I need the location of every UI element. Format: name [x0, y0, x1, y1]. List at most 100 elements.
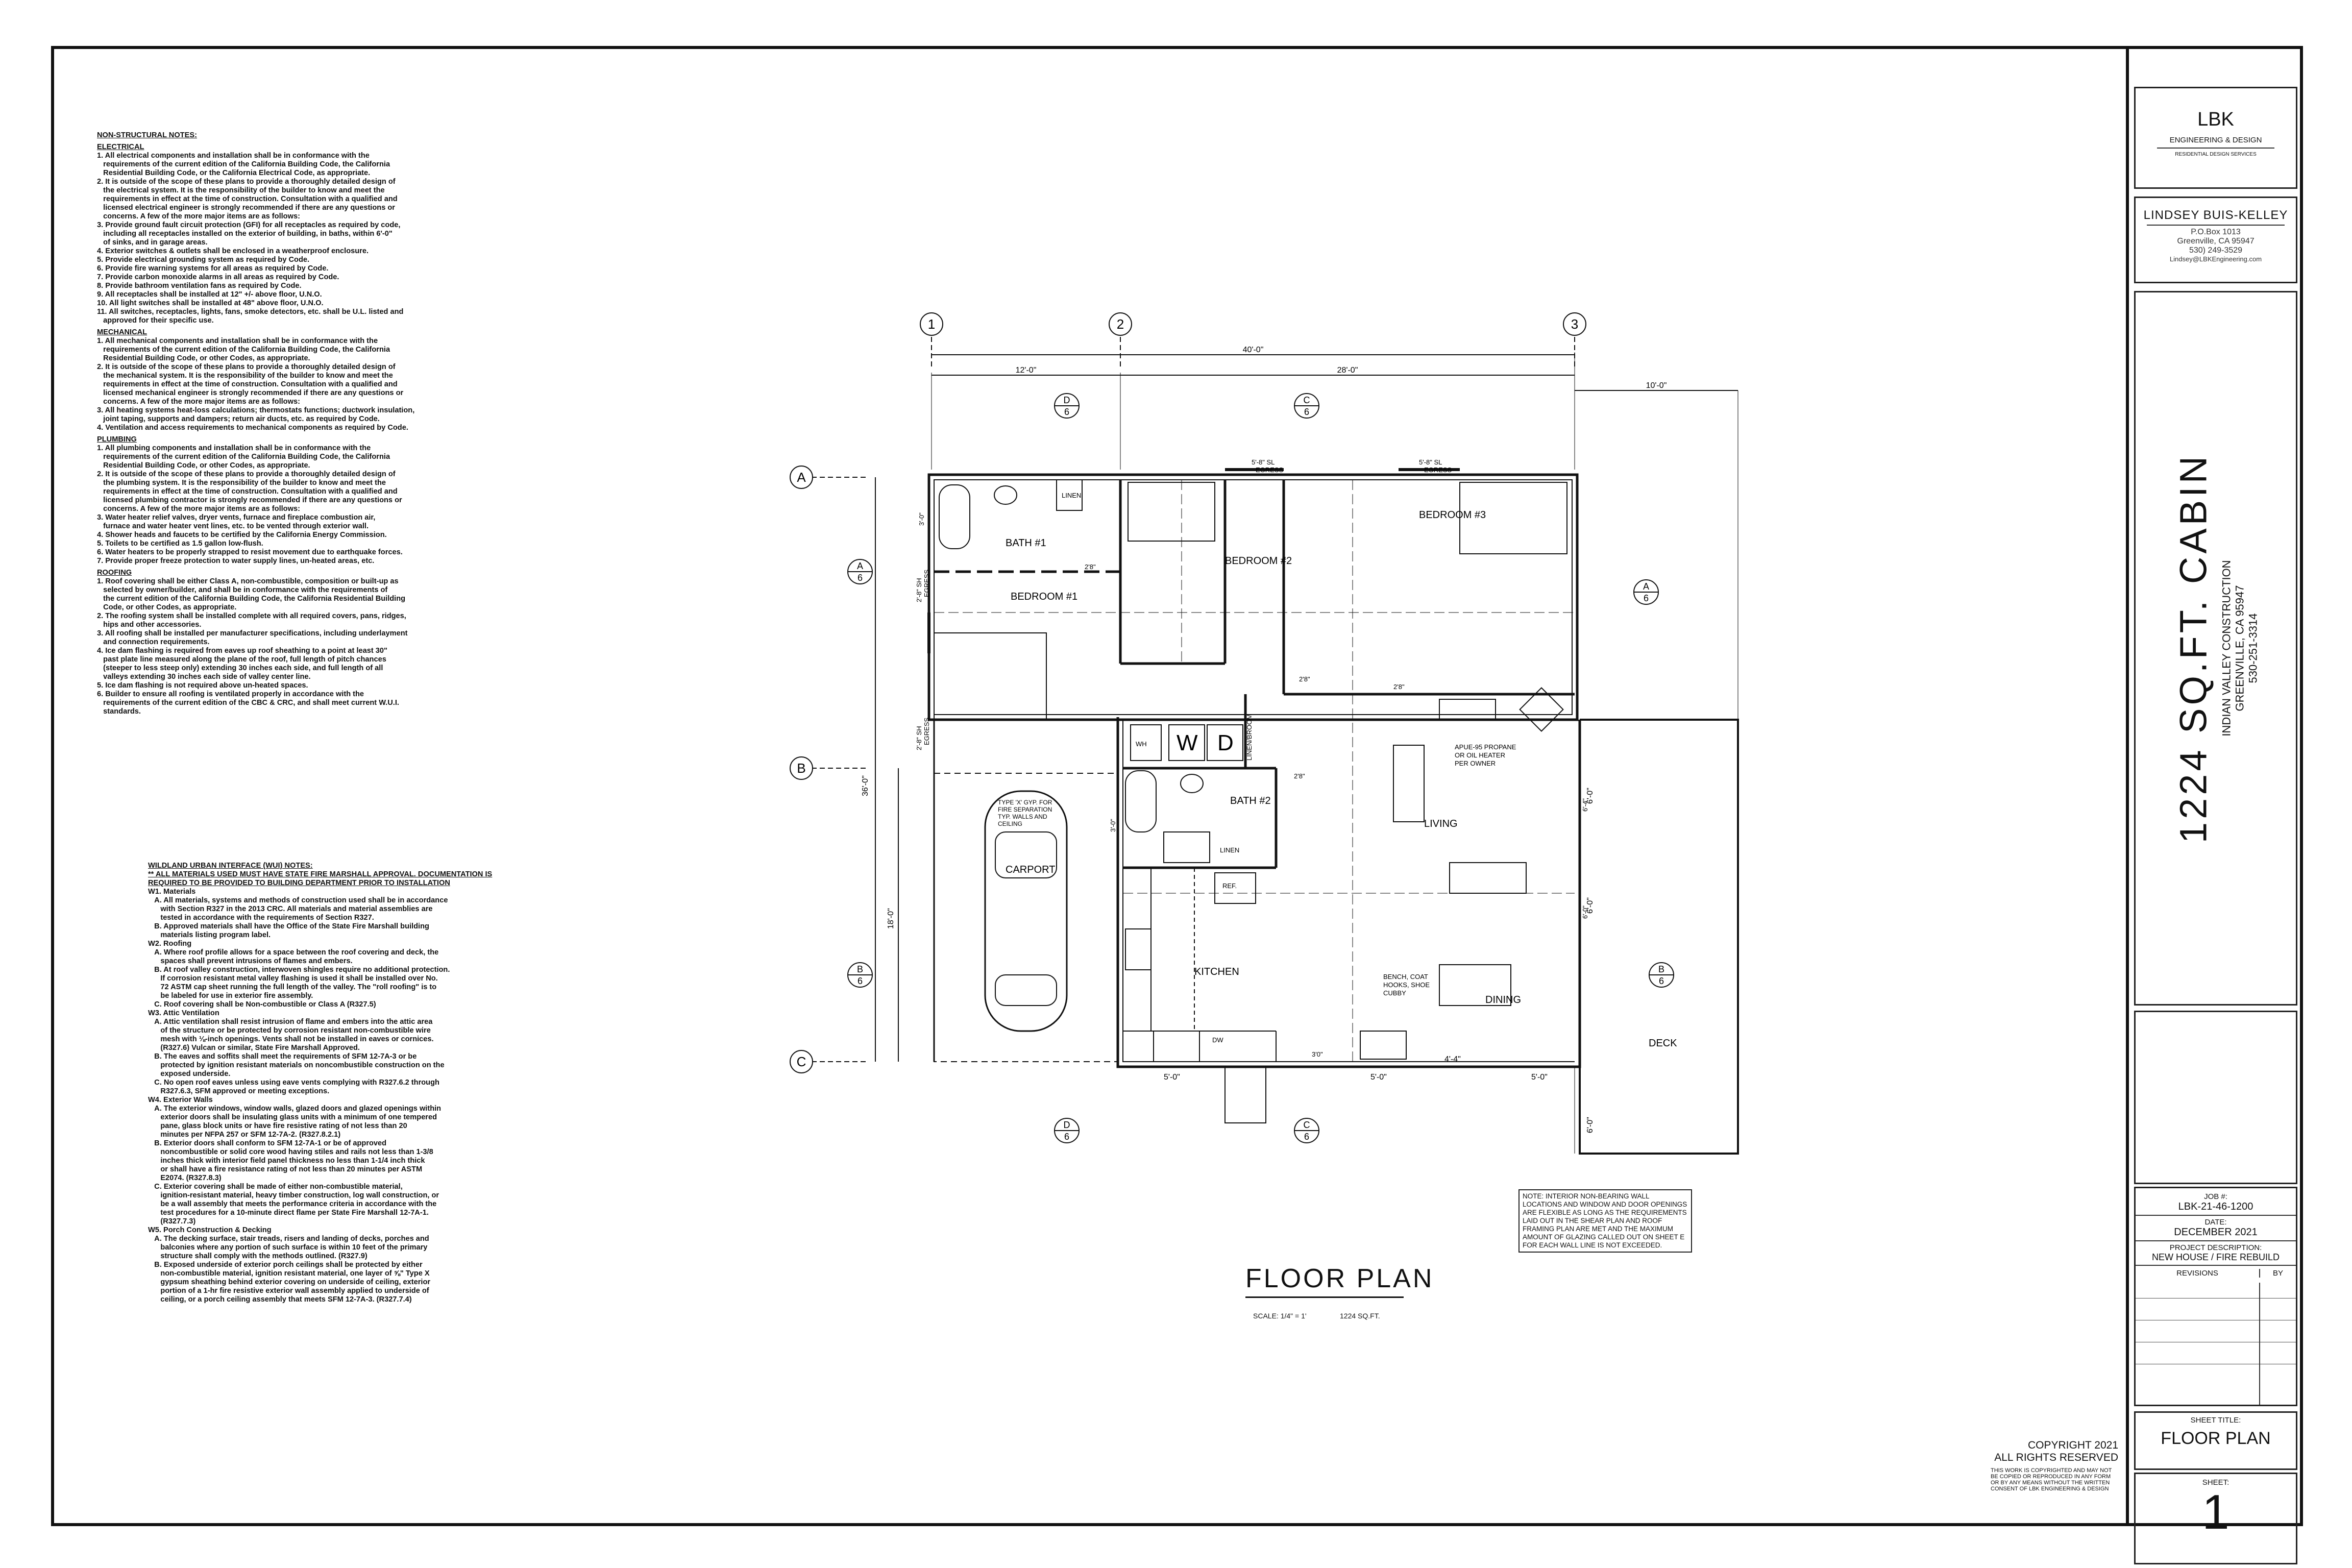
sheet-number-box: SHEET: 1	[2134, 1473, 2297, 1564]
label-egress-3b: EGRESS	[923, 569, 930, 597]
notes-line: requirements in effect at the time of co…	[97, 195, 398, 203]
designer-address-2: Greenville, CA 95947	[2177, 237, 2255, 246]
notes-line: 1. Roof covering shall be either Class A…	[97, 577, 399, 585]
lower-wall-outline	[1116, 717, 1581, 1068]
wui-line: B. Approved materials shall have the Off…	[148, 922, 429, 930]
notes-line: 1. All electrical components and install…	[97, 152, 370, 160]
section-letter: B	[1658, 964, 1664, 974]
revisions-header: REVISIONS BY	[2136, 1269, 2296, 1278]
wui-line: inches thick with interior field panel t…	[148, 1157, 425, 1165]
notes-line: 4. Ice dam flashing is required from eav…	[97, 647, 387, 655]
washer	[1168, 724, 1205, 761]
sheet-title-box: SHEET TITLE: FLOOR PLAN	[2134, 1411, 2297, 1470]
notes-line: 2. The roofing system shall be installed…	[97, 612, 406, 620]
wui-line: portion of a 1-hr fire resistive exterio…	[148, 1287, 429, 1295]
wui-notes: WILDLAND URBAN INTERFACE (WUI) NOTES: **…	[148, 862, 536, 1304]
plan-note: NOTE: INTERIOR NON-BEARING WALL LOCATION…	[1518, 1189, 1692, 1253]
label-dim-a: 3'-0"	[1109, 819, 1117, 832]
notes-line: 3. All roofing shall be installed per ma…	[97, 629, 408, 638]
kitchen-sink	[1153, 1031, 1200, 1062]
wui-line: A. All materials, systems and methods of…	[148, 896, 448, 904]
scale-label: SCALE: 1/4" = 1'	[1253, 1312, 1307, 1320]
notes-line: 4. Ventilation and access requirements t…	[97, 424, 408, 432]
firm-name: LBK	[2197, 109, 2234, 130]
floor-plan-drawing: 1 2 3 A B C D 6 C 6 A 6 A 6 B 6 B 6 D 6 …	[790, 312, 1739, 1155]
wui-line: gypsum sheathing behind exterior coverin…	[148, 1278, 431, 1286]
heater-unit	[1439, 699, 1496, 720]
linen-closet-1	[1056, 479, 1083, 511]
copyright-line-1: COPYRIGHT 2021	[2027, 1439, 2118, 1451]
label-dw: DW	[1212, 1036, 1223, 1044]
bench	[1360, 1031, 1407, 1060]
notes-line: 10. All light switches shall be installe…	[97, 299, 324, 307]
section-letter: D	[1064, 1120, 1070, 1130]
notes-line: the mechanical system. It is the respons…	[97, 372, 393, 380]
wui-subtitle-2: REQUIRED TO BE PROVIDED TO BUILDING DEPA…	[148, 879, 450, 887]
dim-top-deck: 10'-0"	[1646, 381, 1667, 390]
bathtub-1	[939, 484, 970, 549]
sheet-border	[51, 46, 2303, 1526]
bed-2	[1128, 482, 1215, 542]
wui-line: minutes per NFPA 257 or SFM 12-7A-2. (R3…	[148, 1131, 341, 1139]
room-kitchen: KITCHEN	[1194, 966, 1239, 977]
wui-line: non-combustible material, ignition resis…	[148, 1269, 430, 1278]
wui-line: be labeled for use in exterior fire asse…	[148, 992, 313, 1000]
notes-line: concerns. A few of the more major items …	[97, 398, 300, 406]
room-dining: DINING	[1485, 994, 1521, 1006]
notes-line: 1. All mechanical components and install…	[97, 337, 378, 345]
section-sheet: 6	[857, 976, 863, 986]
wui-line: B. The eaves and soffits shall meet the …	[148, 1052, 417, 1061]
wui-line: mesh with ⅛-inch openings. Vents shall n…	[148, 1035, 434, 1043]
toilet-2	[1180, 774, 1204, 793]
label-bench-3: CUBBY	[1383, 989, 1406, 997]
notes-line: 2. It is outside of the scope of these p…	[97, 470, 396, 478]
wui-line: C. Exterior covering shall be made of ei…	[148, 1183, 403, 1191]
section-sheet: 6	[857, 573, 863, 583]
room-carport: CARPORT	[1006, 864, 1055, 875]
label-linen-1: LINEN	[1062, 492, 1081, 499]
label-ref: REF.	[1222, 882, 1237, 890]
room-bedroom2: BEDROOM #2	[1225, 555, 1292, 567]
notes-section-heading: PLUMBING	[97, 435, 137, 444]
label-gyp-2: FIRE SEPARATION	[998, 806, 1052, 813]
designer-address-1: P.O.Box 1013	[2191, 228, 2241, 236]
bed-1	[934, 632, 1047, 720]
wui-lines: W1. Materials A. All materials, systems …	[148, 888, 536, 1304]
room-bedroom3: BEDROOM #3	[1419, 509, 1486, 521]
upper-wall-outline	[927, 473, 1579, 721]
label-gyp-4: CEILING	[998, 820, 1022, 827]
grid-label-1: 1	[928, 316, 935, 332]
notes-line: licensed mechanical engineer is strongly…	[97, 389, 404, 397]
description-label: PROJECT DESCRIPTION:	[2169, 1243, 2262, 1252]
label-linen-2: LINEN	[1220, 846, 1239, 854]
label-egress-1b: EGRESS	[1256, 466, 1284, 474]
floor-plan-title: FLOOR PLAN	[1245, 1264, 1434, 1293]
wui-line: (R327.6) Vulcan or similar, State Fire M…	[148, 1044, 360, 1052]
wui-line: W2. Roofing	[148, 940, 192, 948]
section-sheet: 6	[1304, 1132, 1309, 1142]
label-door-1: 2'8"	[1085, 563, 1096, 571]
car	[984, 790, 1068, 1032]
wui-line: with Section R327 in the 2013 CRC. All m…	[148, 905, 433, 913]
notes-line: concerns. A few of the more major items …	[97, 212, 300, 220]
dim-bottom-3: 4'-4"	[1444, 1055, 1461, 1064]
label-door-5: 3'0"	[1312, 1050, 1323, 1058]
notes-line: including all receptacles installed on t…	[97, 230, 393, 238]
dim-top-overall: 40'-0"	[1243, 346, 1264, 354]
sqft-label: 1224 SQ.FT.	[1340, 1312, 1380, 1320]
notes-line: 4. Shower heads and faucets to be certif…	[97, 531, 387, 539]
wui-line: protected by ignition resistant material…	[148, 1061, 445, 1069]
notes-line: the electrical system. It is the respons…	[97, 186, 385, 194]
client-phone: 530-251-3314	[2246, 613, 2260, 683]
section-markers	[847, 393, 1674, 1143]
wui-line: ignition-resistant material, heavy timbe…	[148, 1191, 439, 1199]
sheet-title-label: SHEET TITLE:	[2190, 1416, 2241, 1425]
upper-wall-inner	[934, 479, 1573, 715]
notes-line: approved for their specific use.	[97, 316, 214, 325]
wui-line: A. The decking surface, stair treads, ri…	[148, 1235, 429, 1243]
label-gyp-1: TYPE 'X' GYP. FOR	[998, 799, 1052, 806]
sheet-label: SHEET:	[2202, 1478, 2230, 1487]
notes-line: 6. Builder to ensure all roofing is vent…	[97, 690, 364, 698]
by-label: BY	[2259, 1269, 2296, 1278]
wui-line: C. Roof covering shall be Non-combustibl…	[148, 1000, 376, 1009]
